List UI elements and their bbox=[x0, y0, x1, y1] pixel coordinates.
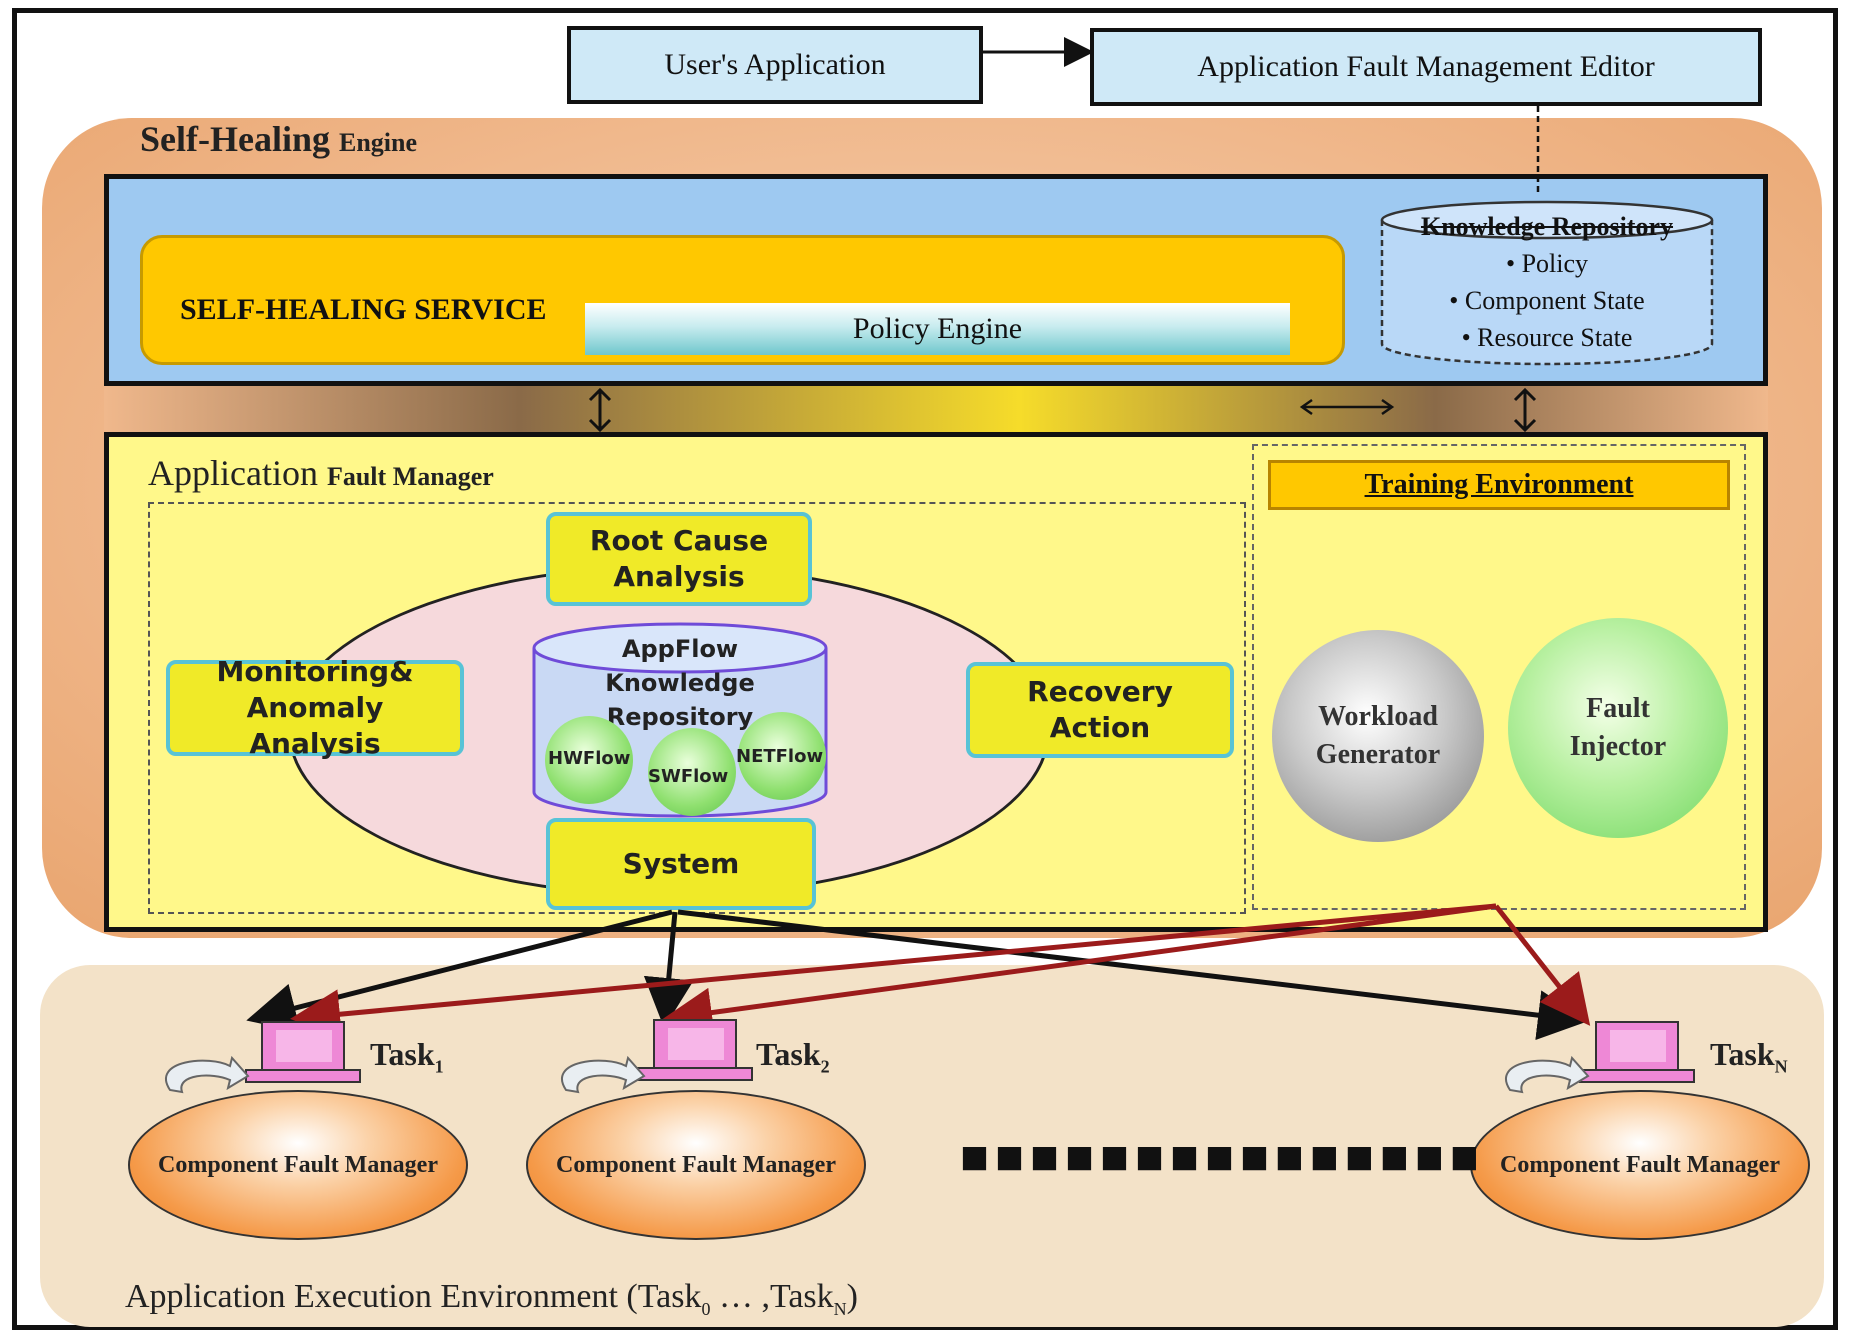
task-2-sub: 2 bbox=[820, 1056, 830, 1077]
workload-line2: Generator bbox=[1315, 739, 1441, 770]
task-n-monitor-icon bbox=[1579, 1021, 1695, 1083]
training-environment-title: Training Environment bbox=[1268, 460, 1730, 510]
component-fault-manager-1[interactable]: Component Fault Manager bbox=[128, 1090, 468, 1240]
exec-label-end: ) bbox=[846, 1278, 858, 1315]
system-to-taskn-arrow bbox=[677, 909, 1588, 1041]
fault-line1: Fault bbox=[1586, 693, 1650, 724]
system-to-task2-arrow bbox=[643, 911, 694, 1028]
kr-item-policy: • Policy bbox=[1505, 249, 1589, 278]
component-fault-manager-label-2: Component Fault Manager bbox=[556, 1151, 836, 1178]
fault-manager-label-main: Application bbox=[148, 453, 318, 493]
swflow-label: SWFlow bbox=[648, 766, 729, 787]
hwflow-label: HWFlow bbox=[548, 748, 631, 769]
monitoring-line1: Monitoring& Anomaly bbox=[216, 655, 414, 724]
recovery-line2: Action bbox=[1049, 711, 1151, 744]
task-n-label: TaskN bbox=[1710, 1036, 1788, 1077]
engine-label-main: Self-Healing bbox=[140, 119, 330, 159]
task-1-cycle-icon bbox=[165, 1055, 250, 1094]
root-cause-line2: Analysis bbox=[613, 560, 745, 593]
appflow-line2: Knowledge Repository bbox=[605, 669, 755, 731]
task-1-monitor-icon bbox=[245, 1021, 361, 1083]
root-cause-line1: Root Cause bbox=[589, 524, 769, 557]
swflow-ball bbox=[648, 728, 736, 816]
execution-environment-label: Application Execution Environment (Task0… bbox=[125, 1278, 858, 1320]
engine-label: Self-Healing Engine bbox=[140, 118, 417, 160]
fault-manager-label-small: Fault Manager bbox=[326, 462, 494, 491]
component-fault-manager-label-1: Component Fault Manager bbox=[158, 1151, 438, 1178]
exec-label-prefix: Application Execution Environment bbox=[125, 1278, 618, 1315]
task-2-cycle-icon bbox=[561, 1055, 646, 1094]
netflow-label: NETFlow bbox=[736, 746, 824, 767]
kr-item-resource-state: • Resource State bbox=[1461, 323, 1633, 352]
exec-label-subn: N bbox=[833, 1298, 847, 1319]
self-healing-service-label: SELF-HEALING SERVICE bbox=[180, 293, 547, 326]
kr-item-component-state: • Component State bbox=[1449, 286, 1645, 315]
training-to-taskn-arrow bbox=[1494, 904, 1591, 1026]
workload-line1: Workload bbox=[1318, 701, 1438, 732]
hwflow-ball bbox=[545, 716, 633, 804]
task-n-base: Task bbox=[1710, 1036, 1775, 1072]
appflow-line1: AppFlow bbox=[621, 635, 739, 663]
exec-label-start: (Task bbox=[626, 1278, 702, 1315]
component-fault-manager-label-n: Component Fault Manager bbox=[1500, 1151, 1780, 1178]
component-fault-manager-2[interactable]: Component Fault Manager bbox=[526, 1090, 866, 1240]
exec-label-sub0: 0 bbox=[701, 1298, 711, 1319]
ellipsis-dots: ■■■■■■■■■■■■■■■ bbox=[960, 1131, 1485, 1184]
task-2-label: Task2 bbox=[756, 1036, 830, 1077]
policy-engine-label: Policy Engine bbox=[852, 312, 1023, 345]
fault-manager-label: Application Fault Manager bbox=[148, 452, 494, 494]
knowledge-repository-cylinder bbox=[1380, 200, 1714, 366]
task-2-base: Task bbox=[756, 1036, 821, 1072]
exec-label-mid: … ,Task bbox=[710, 1278, 834, 1315]
component-fault-manager-n[interactable]: Component Fault Manager bbox=[1470, 1090, 1810, 1240]
recovery-line1: Recovery bbox=[1027, 675, 1173, 708]
task-1-sub: 1 bbox=[434, 1056, 444, 1077]
fault-line2: Injector bbox=[1569, 731, 1667, 762]
knowledge-repository[interactable]: Knowledge Repository • Policy • Componen… bbox=[1378, 208, 1716, 356]
task-n-cycle-icon bbox=[1505, 1055, 1590, 1094]
monitoring-line2: Analysis bbox=[249, 727, 381, 760]
knowledge-repository-title: Knowledge Repository bbox=[1420, 212, 1674, 241]
outer-frame bbox=[12, 8, 1838, 1330]
task-2-monitor-icon bbox=[637, 1019, 753, 1081]
repository-to-fault-manager-arrow bbox=[1513, 387, 1537, 433]
fault-management-editor-box[interactable]: Application Fault Management Editor bbox=[1090, 28, 1762, 106]
system-box[interactable]: System bbox=[546, 818, 816, 910]
connector-band bbox=[104, 386, 1768, 432]
netflow-ball bbox=[738, 712, 826, 800]
policy-engine-box[interactable]: Policy Engine bbox=[585, 303, 1290, 355]
users-application-box[interactable]: User's Application bbox=[567, 26, 983, 104]
appflow-knowledge-repository[interactable]: AppFlow Knowledge Repository bbox=[530, 632, 830, 734]
task-n-sub: N bbox=[1774, 1056, 1788, 1077]
service-to-fault-manager-arrow bbox=[588, 387, 612, 433]
system-label: System bbox=[622, 847, 740, 880]
engine-label-small: Engine bbox=[338, 128, 418, 157]
editor-label: Application Fault Management Editor bbox=[1197, 50, 1655, 83]
horizontal-double-arrow bbox=[1299, 398, 1395, 416]
task-1-label: Task1 bbox=[370, 1036, 444, 1077]
task-1-base: Task bbox=[370, 1036, 435, 1072]
users-application-label: User's Application bbox=[664, 48, 886, 81]
training-to-task1-arrow bbox=[290, 903, 1497, 1040]
training-to-task2-arrow bbox=[662, 903, 1497, 1038]
